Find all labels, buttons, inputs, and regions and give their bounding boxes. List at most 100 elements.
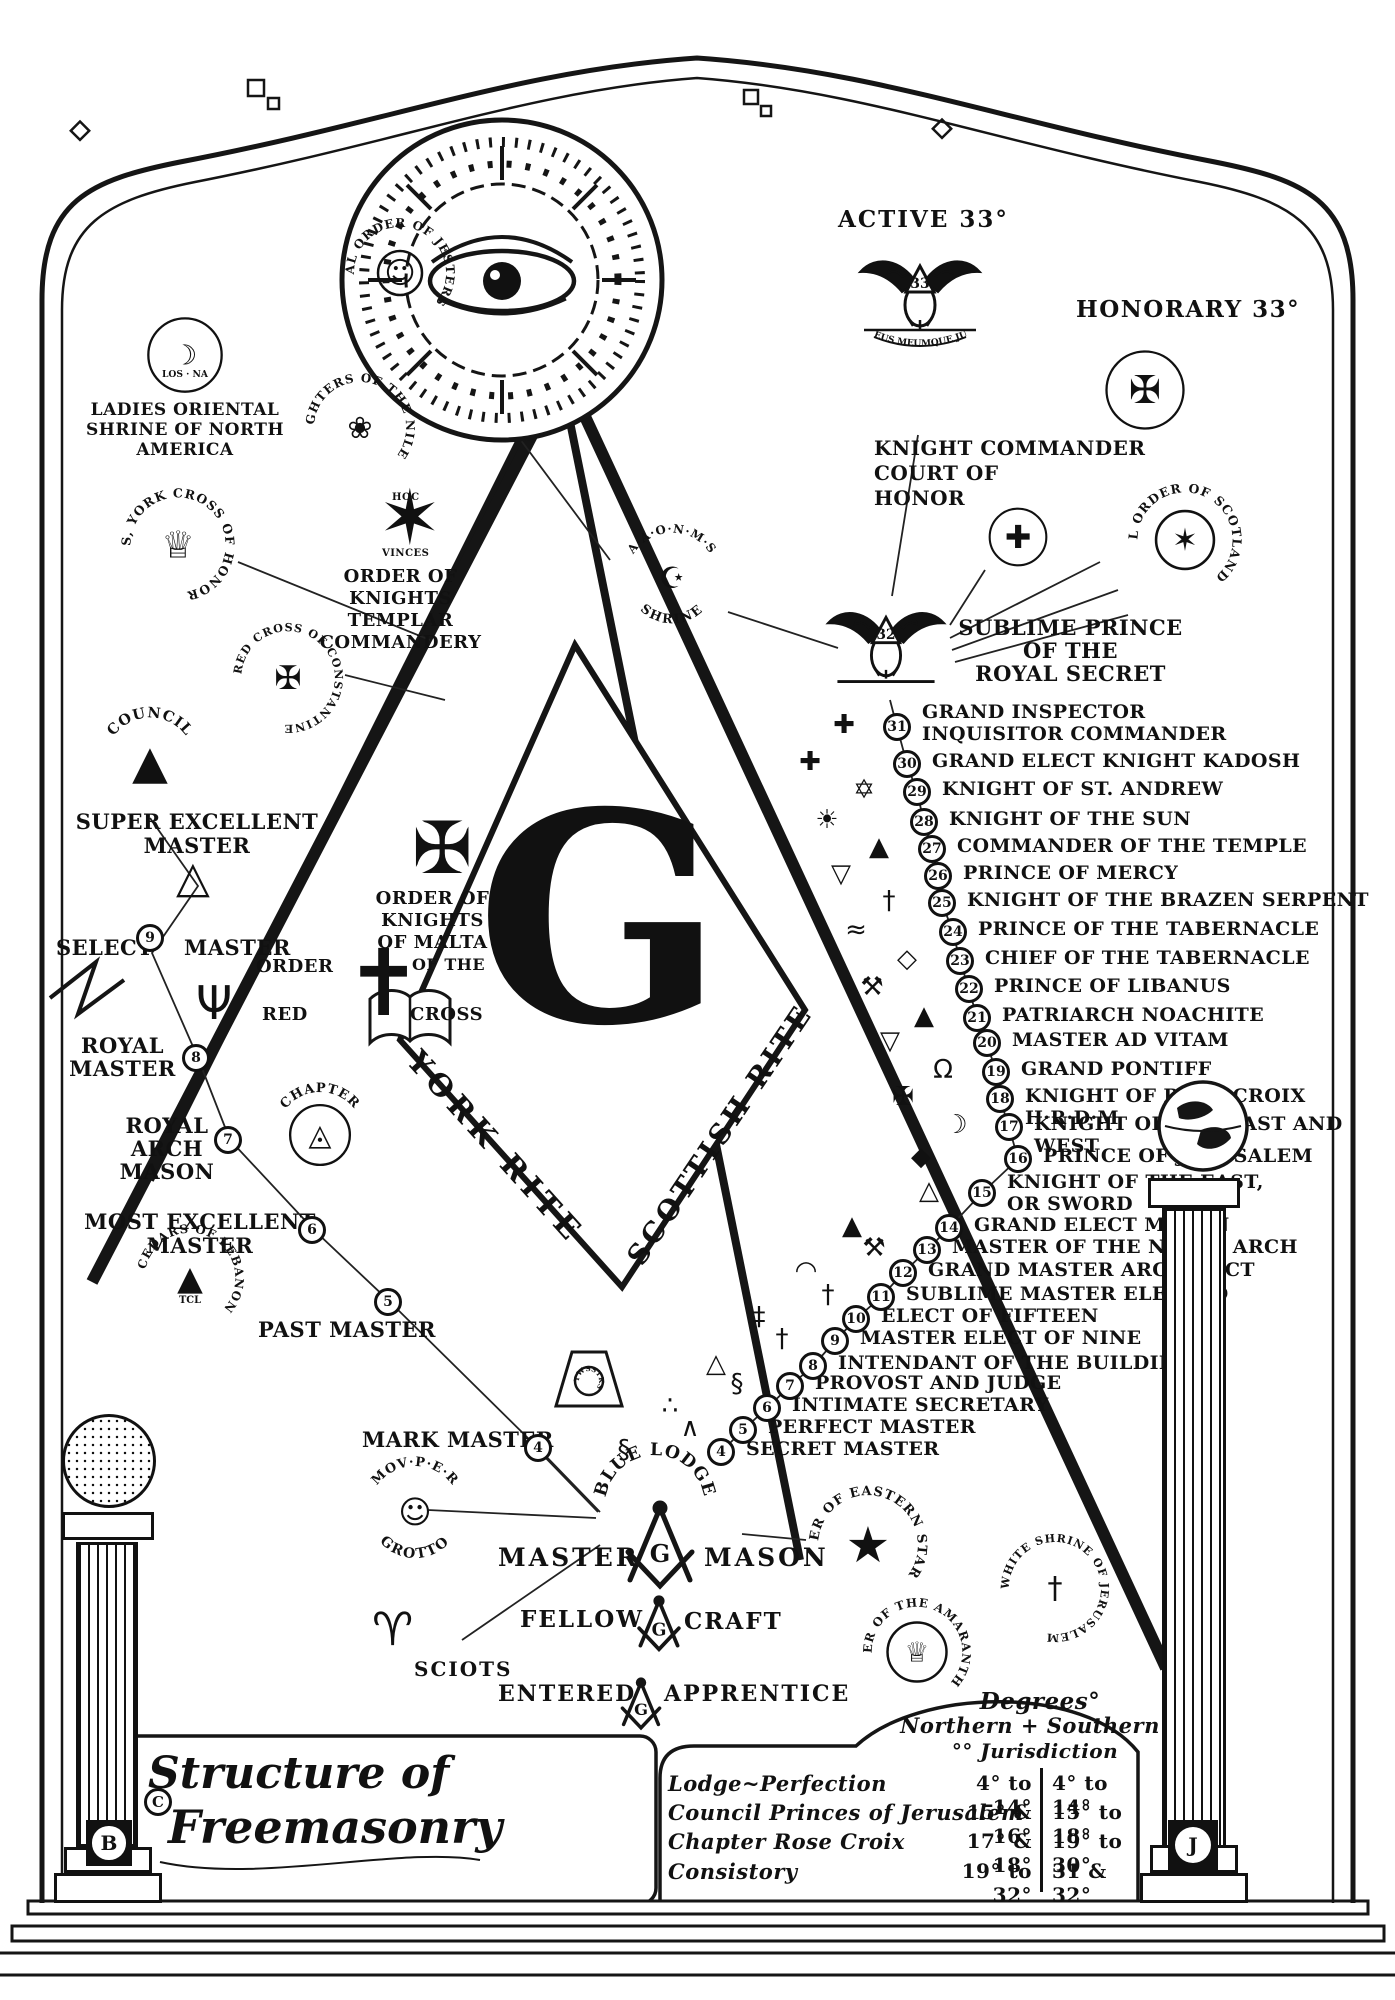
degrees-panel [658, 1700, 1140, 1904]
knight-commander-label: KNIGHT COMMANDER COURT OF HONOR [874, 436, 1146, 510]
square-and-compasses-master-icon: G [625, 1500, 695, 1590]
mark-master-number: 4 [524, 1434, 552, 1462]
left-pillar-plinth [54, 1873, 162, 1903]
degree-20-icon: ▽ [880, 1026, 900, 1056]
red-cross-word-of-the: OF THE [412, 955, 486, 974]
svg-text:♕: ♕ [905, 1636, 930, 1668]
right-pillar-shaft [1162, 1208, 1226, 1848]
degree-9-number: 9 [821, 1327, 849, 1355]
svg-text:☪: ☪ [659, 561, 685, 595]
fellow-craft-left: FELLOW [520, 1606, 645, 1633]
degree-22-icon: ⚒ [860, 972, 884, 1002]
degree-31-label: GRAND INSPECTOR INQUISITOR COMMANDER [922, 701, 1227, 745]
degree-10-number: 10 [842, 1305, 870, 1333]
templar-motto-top: HOC [392, 492, 420, 503]
table-header-2: Northern + Southern [900, 1713, 1160, 1738]
square-and-compasses-fellow-icon: G [637, 1595, 681, 1653]
svg-text:★: ★ [846, 1516, 891, 1574]
degree-9-label: MASTER ELECT OF NINE [860, 1327, 1142, 1349]
right-pillar-plinth [1140, 1873, 1248, 1903]
degree-7-icon: § [730, 1369, 744, 1399]
degree-24-label: PRINCE OF THE TABERNACLE [978, 918, 1320, 940]
svg-text:♕: ♕ [161, 523, 194, 567]
degree-28-icon: ☀ [815, 805, 839, 835]
degree-23-number: 23 [946, 947, 974, 975]
red-cross-icon: ✝ [345, 930, 423, 1037]
great-g-letter: G [475, 750, 725, 1090]
degree-4-number: 4 [707, 1438, 735, 1466]
red-cross-word-order: ORDER [256, 956, 334, 977]
degree-19-icon: Ω [933, 1055, 953, 1085]
degree-12-icon: ◠ [794, 1256, 818, 1286]
degree-15-label: KNIGHT OF THE EAST, OR SWORD [1007, 1171, 1263, 1215]
degree-13-label: MASTER OF THE NINTH ARCH [952, 1236, 1298, 1258]
svg-text:†: † [1048, 1571, 1063, 1606]
frame-border [39, 55, 1356, 1903]
degree-11-icon: † [821, 1280, 835, 1310]
red-cross-word-red: RED [262, 1004, 308, 1025]
chapter-seal: CHAPTER◬ [264, 1079, 376, 1191]
table-row-south: 19° to 30° [1052, 1829, 1123, 1877]
blue-lodge-banner: BLUE LODGE [590, 1440, 720, 1570]
degree-7-label: PROVOST AND JUDGE [815, 1372, 1062, 1394]
title-line-2: Freemasonry [168, 1800, 503, 1854]
g-letter: G [634, 1700, 648, 1719]
honorary-33-seal: ✠ [1090, 335, 1200, 445]
degree-16-icon: ◆ [911, 1142, 931, 1172]
degree-27-label: COMMANDER OF THE TEMPLE [957, 835, 1308, 857]
degree-23-icon: ◇ [897, 944, 917, 974]
most-excellent-master-label: MOST EXCELLENT MASTER [84, 1209, 316, 1258]
svg-text:▲: ▲ [132, 735, 168, 789]
square-diamond-icon [396, 638, 809, 1292]
knights-templar-label: ORDER OF KNIGHTS TEMPLAR COMMANDERY [319, 566, 482, 653]
degree-18-number: 18 [986, 1085, 1014, 1113]
svg-text:◬: ◬ [309, 1118, 332, 1153]
degree-31-number: 31 [883, 713, 911, 741]
svg-text:✠: ✠ [274, 659, 301, 697]
red-cross-word-cross: CROSS [410, 1004, 484, 1025]
royal-order-of-jesters-seal: ROYAL ORDER OF JESTERS☺ [334, 202, 460, 333]
table-header-3: °° Jurisdiction [951, 1739, 1119, 1763]
svg-text:▲: ▲ [177, 1258, 203, 1297]
double-eagle-32-icon: 32 [818, 592, 954, 709]
degree-14-icon: ▲ [842, 1211, 862, 1241]
degree-8-icon: △ [706, 1349, 726, 1379]
degree-17-number: 17 [995, 1113, 1023, 1141]
degree-5-number: 5 [729, 1416, 757, 1444]
celestial-globe-icon [62, 1414, 156, 1508]
title-flourish [159, 1855, 481, 1870]
letter-c-medallion: C [144, 1788, 172, 1816]
past-master-label: PAST MASTER [258, 1317, 436, 1342]
table-row-south: 15° to 18° [1052, 1800, 1123, 1848]
g-letter: G [652, 1621, 667, 1641]
open-book-icon [368, 989, 452, 1047]
degree-29-number: 29 [903, 778, 931, 806]
degree-26-icon: ▽ [831, 859, 851, 889]
master-mason-left: MASTER [498, 1543, 640, 1572]
svg-text:LOS · NA: LOS · NA [162, 369, 209, 380]
degree-8-number: 8 [799, 1352, 827, 1380]
degree-23-label: CHIEF OF THE TABERNACLE [985, 947, 1310, 969]
select-master-number: 9 [136, 924, 164, 952]
menorah-icon: Ψ [196, 976, 233, 1030]
degree-25-number: 25 [928, 889, 956, 917]
council-seal: COUNCIL▲ [92, 704, 208, 820]
svg-text:32: 32 [877, 627, 896, 643]
svg-text:33: 33 [910, 276, 929, 292]
knights-templar-emblem-icon: ✶ [378, 473, 442, 562]
degree-6-icon: ∴ [661, 1391, 679, 1421]
table-row-south: 4° to 14° [1052, 1771, 1108, 1819]
super-excellent-master-label: SUPER EXCELLENT MASTER [75, 809, 319, 858]
table-row-body: Chapter Rose Croix [668, 1829, 905, 1854]
degree-9-icon: † [775, 1324, 789, 1354]
honorary-33-label: HONORARY 33° [1076, 296, 1301, 323]
degree-6-number: 6 [753, 1394, 781, 1422]
ladies-oriental-shrine-label: LADIES ORIENTAL SHRINE OF NORTH AMERICA [85, 400, 285, 461]
daughters-of-the-nile-seal: DAUGHTERS OF THE NILE❀ [294, 357, 420, 488]
degree-21-number: 21 [963, 1004, 991, 1032]
degree-31-icon: ✚ [833, 710, 855, 740]
table-row-body: Lodge~Perfection [668, 1771, 887, 1796]
degree-20-number: 20 [973, 1029, 1001, 1057]
